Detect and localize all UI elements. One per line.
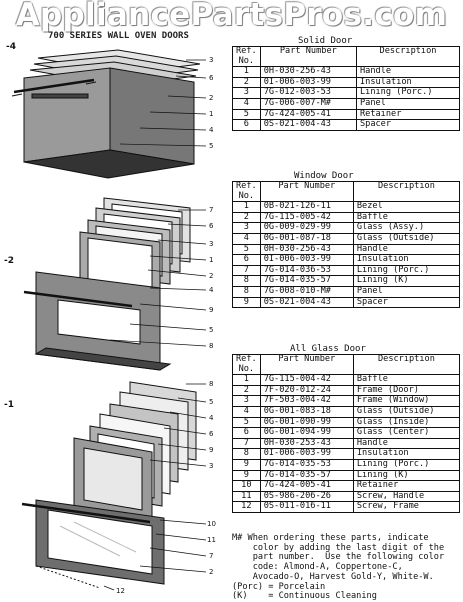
- note-line: Avocado-O, Harvest Gold-Y, White-W.: [232, 571, 434, 582]
- note-line: part number. Use the following color: [232, 552, 445, 563]
- leader-lines: [103, 59, 207, 591]
- callout: 5: [209, 398, 213, 406]
- callout: 1: [209, 110, 213, 118]
- callouts-fig1: 3 6 2 1 4 5: [209, 56, 214, 150]
- col-desc: Description: [355, 45, 461, 68]
- col-desc: Description: [352, 180, 461, 203]
- callout: 2: [209, 568, 213, 576]
- col-part: Part Number: [259, 45, 357, 68]
- note-line: (K) = Continuous Cleaning: [232, 591, 377, 602]
- callout: 6: [209, 74, 214, 82]
- callout: 2: [209, 272, 213, 280]
- col-part: Part Number: [259, 180, 354, 203]
- window-door-drawing: [23, 197, 191, 371]
- solid-door-title: Solid Door: [298, 36, 353, 46]
- callout: 4: [209, 126, 214, 134]
- table-header: Ref. No. Part Number Description: [232, 45, 461, 68]
- callout: 12: [116, 587, 125, 595]
- callout: 11: [207, 536, 216, 544]
- callout: 7: [209, 206, 213, 214]
- col-ref: Ref. No.: [232, 45, 261, 68]
- col-part: Part Number: [259, 353, 354, 376]
- callout: 6: [209, 222, 214, 230]
- callout: 4: [209, 414, 214, 422]
- callout: 3: [209, 462, 213, 470]
- callout: 2: [209, 94, 213, 102]
- col-desc: Description: [352, 353, 461, 376]
- col-ref: Ref. No.: [232, 353, 261, 376]
- callout: 8: [209, 342, 213, 350]
- callouts-fig3: 8 5 4 6 9 3 10 11 7 2 12: [116, 380, 216, 595]
- figure-label-solid: -4: [6, 42, 16, 52]
- callout: 3: [209, 240, 213, 248]
- callout: 4: [209, 286, 214, 294]
- note-line: code: Almond-A, Coppertone-C,: [232, 562, 403, 573]
- callout: 10: [207, 520, 216, 528]
- col-ref: Ref. No.: [232, 180, 261, 203]
- header-band: 700 SERIES WALL OVEN DOORS: [48, 31, 189, 41]
- all-glass-door-drawing: [21, 381, 197, 589]
- callout: 1: [209, 256, 213, 264]
- callout: 5: [209, 326, 213, 334]
- callouts-fig2: 7 6 3 1 2 4 9 5 8: [209, 206, 214, 350]
- callout: 6: [209, 430, 214, 438]
- callout: 9: [209, 446, 213, 454]
- note-line: color by adding the last digit of the: [232, 542, 445, 553]
- all-glass-door-title: All Glass Door: [290, 344, 366, 354]
- note-line: M# When ordering these parts, indicate: [232, 533, 429, 543]
- callout: 8: [209, 380, 213, 388]
- callout: 7: [209, 552, 213, 560]
- callout: 3: [209, 56, 213, 64]
- solid-door-drawing: [11, 49, 201, 179]
- table-header: Ref. No. Part Number Description: [232, 353, 461, 376]
- exploded-diagrams: 3 6 2 1 4 5 7 6 3 1 2 4 9 5 8 8 5 4 6 9 …: [11, 49, 216, 595]
- callout: 9: [209, 306, 213, 314]
- watermark-banner: AppliancePartsPros.com: [0, 0, 463, 40]
- note-line: (Porc) = Porcelain: [232, 581, 326, 592]
- watermark-text: AppliancePartsPros.com: [15, 0, 448, 33]
- callout: 5: [209, 142, 213, 150]
- ordering-notes: M# When ordering these parts, indicate c…: [232, 533, 460, 602]
- figure-label-all-glass: -1: [4, 400, 14, 410]
- figure-label-window: -2: [4, 256, 14, 266]
- window-door-title: Window Door: [294, 171, 354, 181]
- table-header: Ref. No. Part Number Description: [232, 180, 461, 203]
